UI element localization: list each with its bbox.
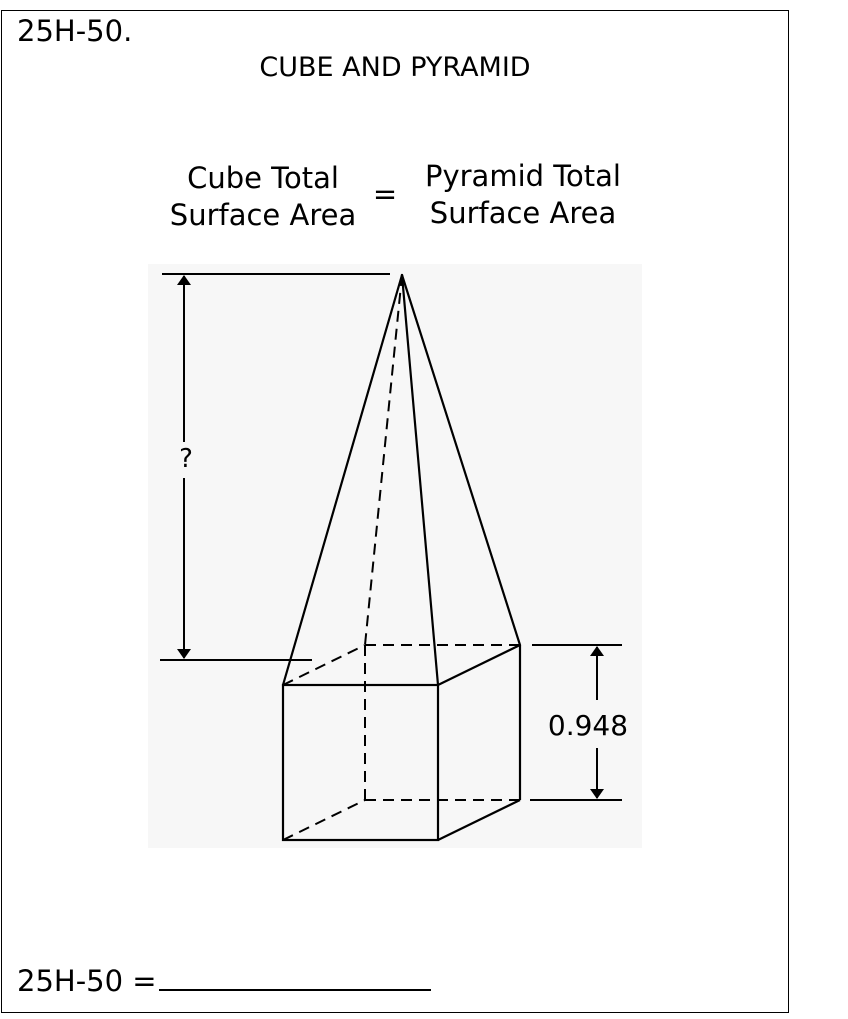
answer-blank[interactable] <box>158 960 431 991</box>
cube-dimension <box>530 644 622 801</box>
equation-right-line1: Pyramid Total <box>424 159 621 193</box>
pyramid-edges <box>281 273 522 687</box>
pyramid-height-label: ? <box>179 444 193 474</box>
cube-hidden-edges <box>282 644 520 841</box>
pyramid-edge-back-right <box>400 273 522 647</box>
answer-label: 25H-50 = <box>17 964 157 998</box>
cube-hidden-bottom-left <box>282 799 366 841</box>
cube-hidden-top-left <box>282 644 366 686</box>
cube-edges <box>281 644 522 842</box>
pyramid-edge-hidden <box>364 274 403 646</box>
worksheet-frame <box>1 10 789 1013</box>
cube-edge-label: 0.948 <box>548 709 628 742</box>
equation-left-line1: Cube Total <box>187 161 339 195</box>
cube-front-face <box>281 683 440 842</box>
cube-bottom-right-edge <box>437 799 521 841</box>
figure-background <box>148 264 642 848</box>
height-dimension <box>160 273 390 661</box>
equation-left: Cube Total Surface Area <box>152 160 374 234</box>
pyramid-edge-front-left <box>281 273 404 687</box>
answer-line: 25H-50 = <box>17 960 431 999</box>
problem-title: CUBE AND PYRAMID <box>259 52 531 83</box>
problem-id: 25H-50. <box>17 14 133 48</box>
equation-right-line2: Surface Area <box>429 196 617 230</box>
equation-right: Pyramid Total Surface Area <box>408 158 638 232</box>
equals-sign: = <box>372 177 398 211</box>
cube-top-right-edge <box>437 644 521 686</box>
equation-left-line2: Surface Area <box>169 198 357 232</box>
pyramid-edge-front-right <box>400 273 440 687</box>
